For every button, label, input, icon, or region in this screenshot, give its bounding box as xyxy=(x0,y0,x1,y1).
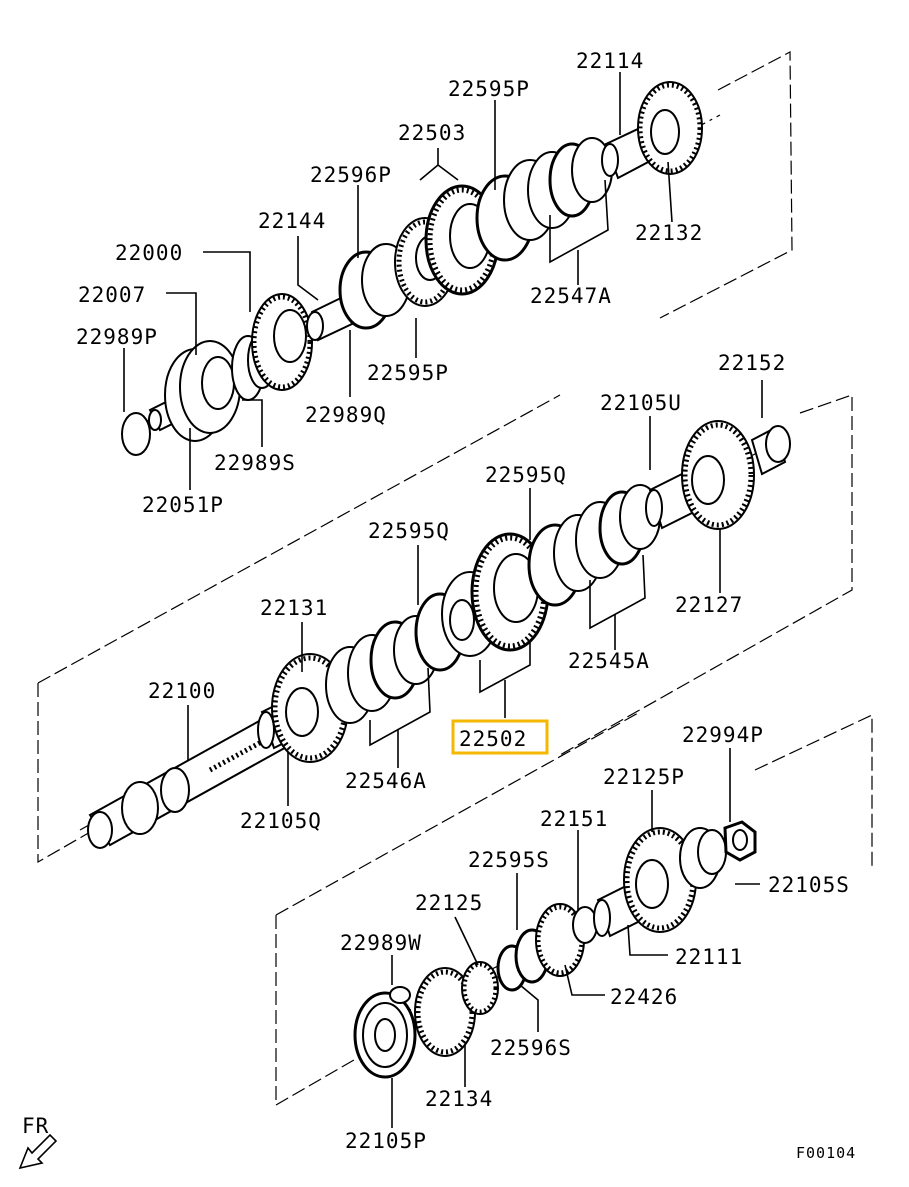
gear-22125[interactable] xyxy=(461,961,499,1015)
label-22989W[interactable]: 22989W xyxy=(340,931,422,955)
group-counter-shaft xyxy=(353,820,757,1079)
arrow-down-left-icon xyxy=(18,1133,58,1170)
highlight-box-22502 xyxy=(451,719,549,755)
label-22151[interactable]: 22151 xyxy=(540,807,608,831)
label-22131[interactable]: 22131 xyxy=(260,596,328,620)
label-22125P[interactable]: 22125P xyxy=(603,765,685,789)
label-22134[interactable]: 22134 xyxy=(425,1087,493,1111)
label-22144[interactable]: 22144 xyxy=(258,209,326,233)
synchro-rings-22547A[interactable] xyxy=(503,137,613,241)
figure-code: F00104 xyxy=(796,1144,856,1162)
gear-22127[interactable] xyxy=(681,420,755,530)
label-22426[interactable]: 22426 xyxy=(610,985,678,1009)
group-main-shaft xyxy=(79,420,791,849)
label-22596S[interactable]: 22596S xyxy=(490,1036,572,1060)
direction-label: FR xyxy=(22,1114,49,1138)
label-22152[interactable]: 22152 xyxy=(718,351,786,375)
direction-indicator: FR xyxy=(18,1114,58,1170)
label-22105S[interactable]: 22105S xyxy=(768,873,850,897)
label-22596P[interactable]: 22596P xyxy=(310,163,392,187)
group-input-shaft xyxy=(121,81,721,456)
label-22994P[interactable]: 22994P xyxy=(682,723,764,747)
label-22502[interactable]: 22502 xyxy=(459,727,527,751)
label-22595S[interactable]: 22595S xyxy=(468,848,550,872)
part-labels: 22114 22595P 22503 22596P 22144 22000 22… xyxy=(76,49,850,1153)
label-22595P-bottom[interactable]: 22595P xyxy=(367,361,449,385)
label-22546A[interactable]: 22546A xyxy=(345,769,427,793)
label-22125[interactable]: 22125 xyxy=(415,891,483,915)
synchro-rings-22546A[interactable] xyxy=(325,615,439,724)
label-22100[interactable]: 22100 xyxy=(148,679,216,703)
gear-22132[interactable] xyxy=(637,81,703,175)
label-22051P[interactable]: 22051P xyxy=(142,493,224,517)
label-22105P[interactable]: 22105P xyxy=(345,1129,427,1153)
nut-22994P[interactable] xyxy=(723,820,757,862)
gear-22000[interactable] xyxy=(251,293,313,391)
label-22007[interactable]: 22007 xyxy=(78,283,146,307)
label-22111[interactable]: 22111 xyxy=(675,945,743,969)
label-22503[interactable]: 22503 xyxy=(398,121,466,145)
label-22127[interactable]: 22127 xyxy=(675,593,743,617)
label-22595Q-right[interactable]: 22595Q xyxy=(485,463,567,487)
snap-ring-22989W[interactable] xyxy=(389,986,411,1004)
label-22595Q-left[interactable]: 22595Q xyxy=(368,519,450,543)
label-22105U[interactable]: 22105U xyxy=(600,391,682,415)
label-22989S[interactable]: 22989S xyxy=(214,451,296,475)
bearing-22105P[interactable] xyxy=(353,991,417,1079)
label-22105Q[interactable]: 22105Q xyxy=(240,809,322,833)
label-22989P[interactable]: 22989P xyxy=(76,325,158,349)
label-22545A[interactable]: 22545A xyxy=(568,649,650,673)
label-22547A[interactable]: 22547A xyxy=(530,284,612,308)
bearing-22105S[interactable] xyxy=(679,827,727,889)
label-22595P-top[interactable]: 22595P xyxy=(448,77,530,101)
snap-ring-22989P[interactable] xyxy=(121,412,151,456)
label-22132[interactable]: 22132 xyxy=(635,221,703,245)
label-22000[interactable]: 22000 xyxy=(115,241,183,265)
collar-22152[interactable] xyxy=(750,425,791,476)
leader-lines xyxy=(123,72,763,1128)
label-22114[interactable]: 22114 xyxy=(576,49,644,73)
label-22989Q[interactable]: 22989Q xyxy=(305,403,387,427)
